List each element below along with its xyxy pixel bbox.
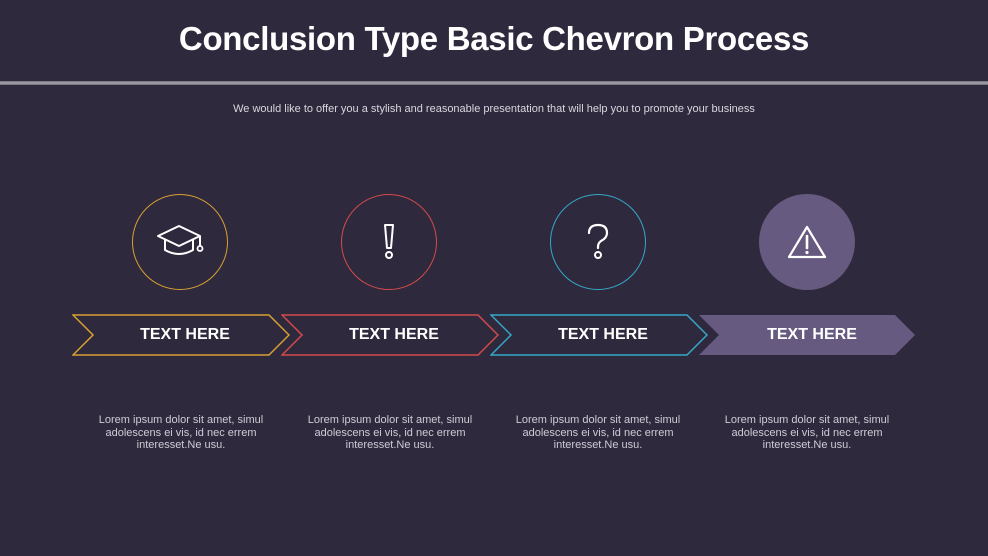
step-2-label: TEXT HERE: [349, 326, 439, 343]
question-mark-icon: [587, 223, 609, 259]
step-2-icon-circle: [341, 194, 437, 290]
step-4-description: Lorem ipsum dolor sit amet, simul adoles…: [724, 414, 890, 451]
slide-title: Conclusion Type Basic Chevron Process: [178, 20, 810, 57]
exclamation-icon: [384, 224, 394, 259]
step-3-description: Lorem ipsum dolor sit amet, simul adoles…: [515, 414, 681, 451]
slide-subtitle: We would like to offer you a stylish and…: [233, 103, 755, 115]
step-4-chevron: TEXT HERE: [699, 314, 917, 356]
step-3-label: TEXT HERE: [558, 326, 648, 343]
step-1-label: TEXT HERE: [140, 326, 230, 343]
graduation-cap-icon: [157, 225, 204, 255]
step-1-description: Lorem ipsum dolor sit amet, simul adoles…: [98, 414, 264, 451]
step-4-icon-circle: [759, 194, 855, 290]
step-3-chevron: TEXT HERE: [490, 314, 708, 356]
step-1-icon-circle: [132, 194, 228, 290]
title-divider: [0, 81, 988, 85]
step-2-chevron: TEXT HERE: [281, 314, 499, 356]
warning-triangle-icon: [787, 225, 827, 259]
step-3-icon-circle: [550, 194, 646, 290]
step-1-chevron: TEXT HERE: [72, 314, 290, 356]
step-2-description: Lorem ipsum dolor sit amet, simul adoles…: [307, 414, 473, 451]
step-4-label: TEXT HERE: [767, 326, 857, 343]
